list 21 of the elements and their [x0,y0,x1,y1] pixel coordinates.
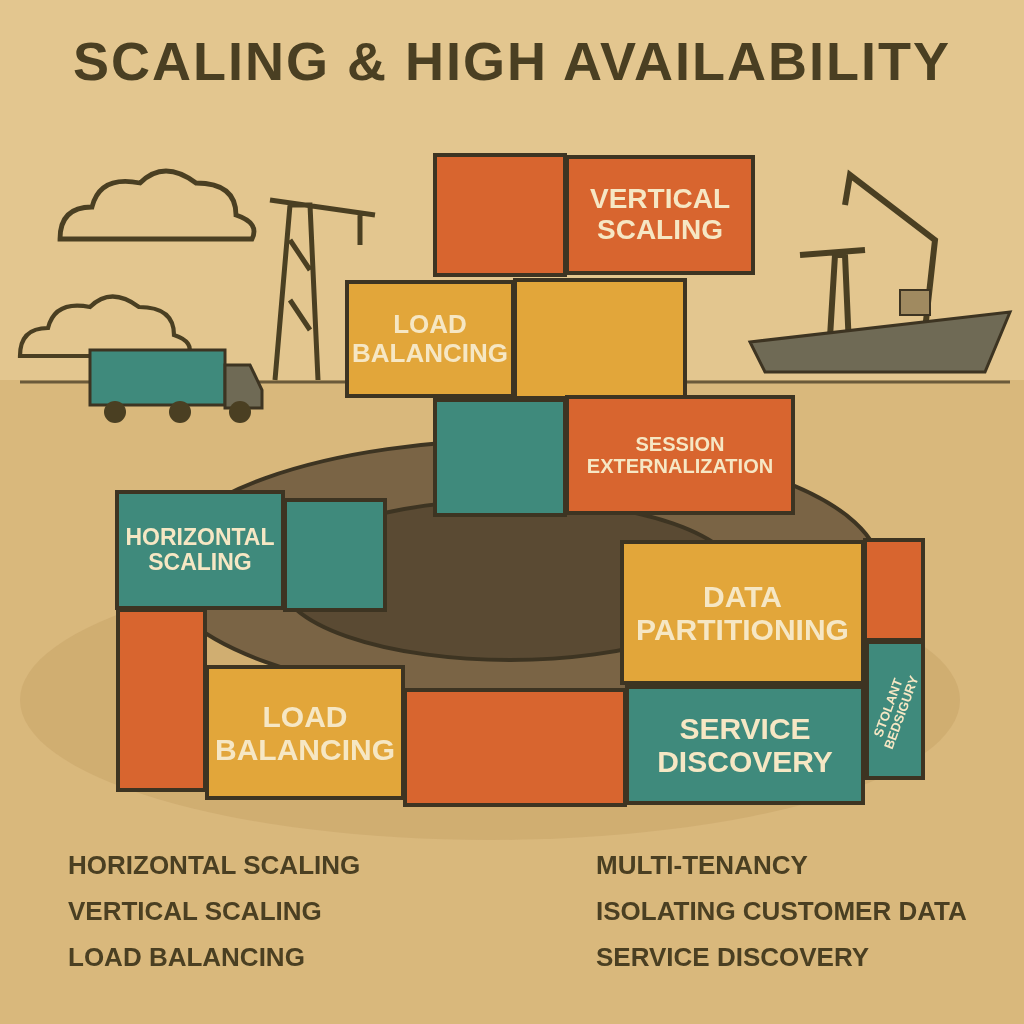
container-box [115,490,285,610]
container-box [865,640,925,780]
topic-text: HORIZONTAL SCALING [68,850,361,881]
container-label: DATA PARTITIONING [635,579,850,646]
container-label: SESSION EXTERNALIZATION [585,433,775,477]
container-box [565,155,755,275]
container-box [205,665,405,800]
topic-text: VERTICAL SCALING [68,896,322,927]
container-box [345,280,515,398]
topic-text: MULTI-TENANCY [596,850,808,881]
container-label: HORIZONTAL SCALING [124,524,276,576]
container-box [620,540,865,685]
topic-text: SERVICE DISCOVERY [596,942,870,973]
container-label: SERVICE DISCOVERY [656,712,834,778]
container-label: LOAD BALANCING [351,310,509,368]
container-label: VERTICAL SCALING [589,184,731,246]
title: SCALING & HIGH AVAILABILITY [72,30,952,92]
container-label: LOAD BALANCING [214,699,396,766]
topic-text: ISOLATING CUSTOMER DATA [596,896,967,927]
topic-text: LOAD BALANCING [68,942,305,973]
container-box [565,395,795,515]
